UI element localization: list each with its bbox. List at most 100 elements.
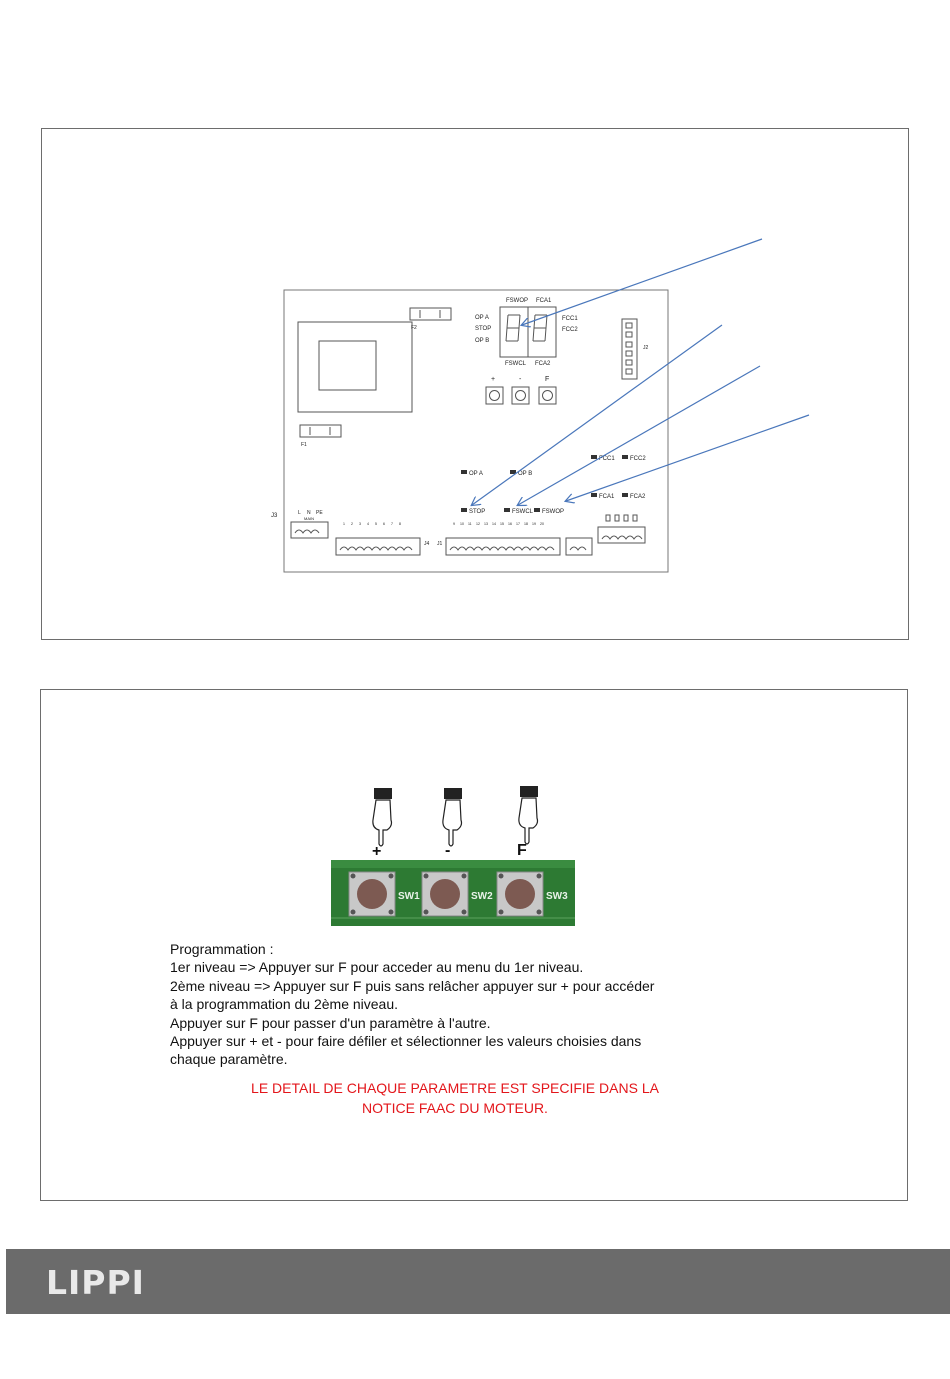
- board-minus-label: -: [519, 376, 522, 383]
- sw3-label: SW3: [546, 891, 568, 902]
- led-fswop-label: FSWOP: [542, 509, 564, 515]
- connector-j1: [445, 537, 561, 556]
- callout-arrow-stop: [472, 324, 723, 505]
- svg-text:4: 4: [367, 522, 369, 526]
- instruction-line: chaque paramètre.: [170, 1051, 288, 1068]
- fcc1-display-label: FCC1: [562, 316, 578, 322]
- terminal-l-label: L: [298, 510, 301, 516]
- led-fca1-label: FCA1: [599, 494, 615, 500]
- svg-text:17: 17: [516, 522, 520, 526]
- main-label: MAIN: [304, 516, 314, 521]
- led-stop-label: STOP: [469, 509, 485, 515]
- transformer-core: [318, 340, 377, 391]
- j3-label: J3: [271, 513, 278, 519]
- photo-plus-label: +: [372, 843, 381, 860]
- f2-label: F2: [411, 325, 417, 331]
- led-opb-label: OP B: [518, 471, 532, 477]
- led-fswcl-label: FSWCL: [512, 509, 534, 515]
- svg-text:20: 20: [540, 522, 544, 526]
- svg-text:14: 14: [492, 522, 496, 526]
- buttons-photo: + - F SW1 SW2 SW3: [331, 786, 575, 926]
- j1-label: J1: [437, 541, 443, 547]
- svg-text:2: 2: [351, 522, 353, 526]
- transformer-outline: [297, 321, 413, 413]
- connector-motor: [597, 526, 646, 544]
- board-schematic: F2 F1 FSWOP FCA1 OP A STOP OP B FCC1 FCC…: [271, 238, 810, 573]
- photo-f-label: F: [517, 842, 527, 859]
- svg-text:9: 9: [453, 522, 455, 526]
- board-outline: [283, 289, 669, 573]
- svg-text:16: 16: [508, 522, 512, 526]
- switch-sw2: [421, 871, 469, 917]
- instruction-line: Appuyer sur F pour passer d'un paramètre…: [170, 1014, 491, 1031]
- warning-note: LE DETAIL DE CHAQUE PARAMETRE EST SPECIF…: [170, 1078, 740, 1118]
- led-fcc1-label: FCC1: [599, 456, 615, 462]
- instruction-line: 2ème niveau => Appuyer sur F puis sans r…: [170, 977, 655, 994]
- fcc2-display-label: FCC2: [562, 327, 578, 333]
- svg-text:5: 5: [375, 522, 377, 526]
- led-opa-label: OP A: [469, 471, 483, 477]
- brand-logo: LIPPI: [46, 1263, 145, 1302]
- svg-text:10: 10: [460, 522, 464, 526]
- instruction-line: à la programmation du 2ème niveau.: [170, 996, 399, 1013]
- board-f-label: F: [545, 376, 549, 383]
- board-plus-label: +: [491, 376, 495, 383]
- svg-text:8: 8: [399, 522, 401, 526]
- digit-left: [505, 314, 521, 342]
- terminal-pe-label: PE: [316, 510, 323, 516]
- svg-text:15: 15: [500, 522, 504, 526]
- svg-text:6: 6: [383, 522, 385, 526]
- sw2-label: SW2: [471, 891, 493, 902]
- sw1-label: SW1: [398, 891, 420, 902]
- hand-pointer-plus-icon: [372, 788, 393, 847]
- svg-text:19: 19: [532, 522, 536, 526]
- svg-text:13: 13: [484, 522, 488, 526]
- warning-line: LE DETAIL DE CHAQUE PARAMETRE EST SPECIF…: [251, 1080, 659, 1096]
- warning-line: NOTICE FAAC DU MOTEUR.: [362, 1100, 548, 1116]
- board-plus-button: [485, 386, 504, 405]
- callout-arrow-display: [522, 238, 763, 325]
- opb-label: OP B: [475, 338, 489, 344]
- svg-text:18: 18: [524, 522, 528, 526]
- hand-pointer-f-icon: [518, 786, 539, 845]
- switch-sw3: [496, 871, 544, 917]
- instruction-line: Appuyer sur + et - pour faire défiler et…: [170, 1033, 642, 1050]
- hand-pointer-minus-icon: [442, 788, 463, 847]
- photo-minus-label: -: [445, 842, 450, 859]
- svg-text:11: 11: [468, 522, 472, 526]
- board-minus-button: [511, 386, 530, 405]
- instruction-line: 1er niveau => Appuyer sur F pour acceder…: [170, 959, 584, 976]
- board-f-button: [538, 386, 557, 405]
- svg-text:1: 1: [343, 522, 345, 526]
- connector-j2: [621, 318, 638, 380]
- connector-lock: [565, 537, 593, 556]
- fswop-top-label: FSWOP: [506, 298, 528, 304]
- fca2-bottom-label: FCA2: [535, 361, 551, 367]
- programming-panel: + - F SW1 SW2 SW3 Programmati: [40, 689, 908, 1201]
- board-diagram-panel: F2 F1 FSWOP FCA1 OP A STOP OP B FCC1 FCC…: [41, 128, 909, 640]
- fca1-top-label: FCA1: [536, 298, 552, 304]
- svg-text:7: 7: [391, 522, 393, 526]
- opa-label: OP A: [475, 315, 489, 321]
- connector-j4: [335, 537, 421, 556]
- stop-label: STOP: [475, 326, 491, 332]
- led-fcc2-label: FCC2: [630, 456, 646, 462]
- svg-text:3: 3: [359, 522, 361, 526]
- led-fca2-label: FCA2: [630, 494, 646, 500]
- footer-bar: LIPPI: [6, 1249, 950, 1314]
- terminal-n-label: N: [307, 510, 311, 516]
- fuse-f1: [299, 424, 342, 438]
- fuse-f2: [409, 307, 452, 321]
- j4-label: J4: [424, 541, 430, 547]
- svg-text:12: 12: [476, 522, 480, 526]
- j2-label: J2: [643, 345, 649, 351]
- callout-arrow-fswcl: [518, 365, 761, 505]
- f1-label: F1: [301, 442, 307, 448]
- programming-instructions: Programmation : 1er niveau => Appuyer su…: [170, 940, 810, 1069]
- switch-sw1: [348, 871, 396, 917]
- fswcl-bottom-label: FSWCL: [505, 361, 527, 367]
- callout-arrow-fswop: [566, 414, 810, 501]
- connector-j3: [290, 521, 329, 539]
- digit-right: [532, 314, 548, 342]
- instruction-line: Programmation :: [170, 941, 274, 957]
